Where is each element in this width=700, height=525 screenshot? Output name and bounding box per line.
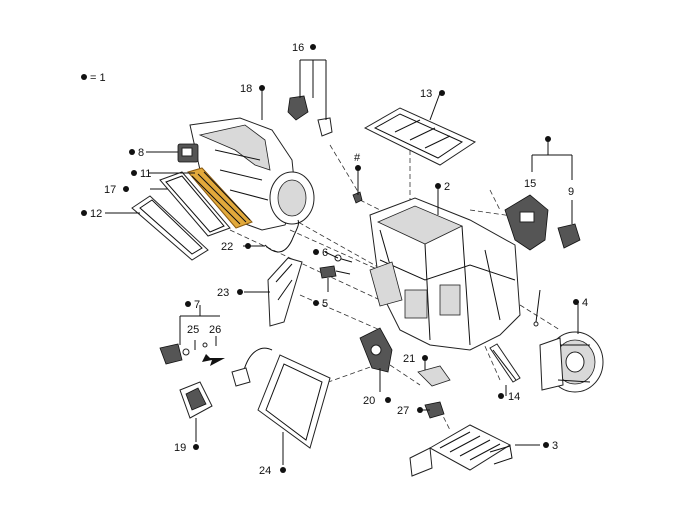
callout-9: 9	[568, 186, 574, 198]
callout-21: 21	[403, 353, 415, 365]
callout-23: 23	[217, 287, 229, 299]
part-5-sensor-plug	[319, 265, 351, 279]
callout-3: 3	[552, 440, 558, 452]
part-13-top-cover	[363, 107, 477, 166]
direction-arrow-icon	[202, 354, 225, 366]
part-22-wire-harness	[264, 219, 299, 253]
part-7-expansion-valve	[159, 342, 225, 366]
part-20-actuator	[359, 327, 393, 373]
part-6-sensor	[334, 254, 353, 263]
part-14-seal-strip	[489, 343, 521, 383]
callout-11: 11	[140, 168, 151, 180]
part-2-hvac-case	[369, 197, 521, 351]
legend-bullet-icon	[81, 74, 87, 80]
part-3-heater-core	[409, 424, 513, 477]
part-9-connector	[557, 223, 581, 249]
callout-4: 4	[582, 297, 588, 309]
callout-labels: 16 18 13 8 11 17 12 22 # 2 15 9 6 5 23 7…	[90, 42, 588, 477]
part-19-vent	[179, 381, 213, 419]
callout-22: 22	[221, 241, 233, 253]
leader-lines	[105, 59, 579, 465]
part-18-blower-housing	[189, 117, 315, 231]
part-4-blower-motor	[539, 331, 604, 393]
callout-24: 24	[259, 465, 271, 477]
callout-7: 7	[194, 299, 200, 311]
callout-27: 27	[397, 405, 409, 417]
legend: = 1	[81, 72, 106, 84]
callout-bullets	[81, 44, 579, 473]
callout-17: 17	[104, 184, 116, 196]
callout-26: 26	[209, 324, 221, 336]
callout-5: 5	[322, 298, 328, 310]
callout-14: 14	[508, 391, 520, 403]
part-16-brackets	[287, 95, 333, 137]
callout-13: 13	[420, 88, 432, 100]
part-screw	[533, 289, 541, 327]
callout-2: 2	[444, 181, 450, 193]
callout-16: 16	[292, 42, 304, 54]
part-23-duct	[267, 257, 303, 327]
part-17-filter-frame	[159, 171, 231, 237]
part-24-evaporator	[231, 347, 331, 449]
callout-25: 25	[187, 324, 199, 336]
callout-6: 6	[322, 247, 328, 259]
callout-8: 8	[138, 147, 144, 159]
part-11-cabin-filter	[187, 167, 253, 229]
part-27-clip	[424, 401, 445, 419]
legend-text: = 1	[90, 72, 106, 84]
callout-12: 12	[90, 208, 102, 220]
callout-20: 20	[363, 395, 375, 407]
callout-hash: #	[354, 152, 361, 164]
part-15-actuator	[504, 194, 549, 251]
part-21-lever	[417, 365, 451, 387]
callout-15: 15	[524, 178, 536, 190]
callout-18: 18	[240, 83, 252, 95]
part-12-filter-cover	[131, 195, 209, 261]
callout-19: 19	[174, 442, 186, 454]
part-8-actuator	[177, 143, 199, 163]
